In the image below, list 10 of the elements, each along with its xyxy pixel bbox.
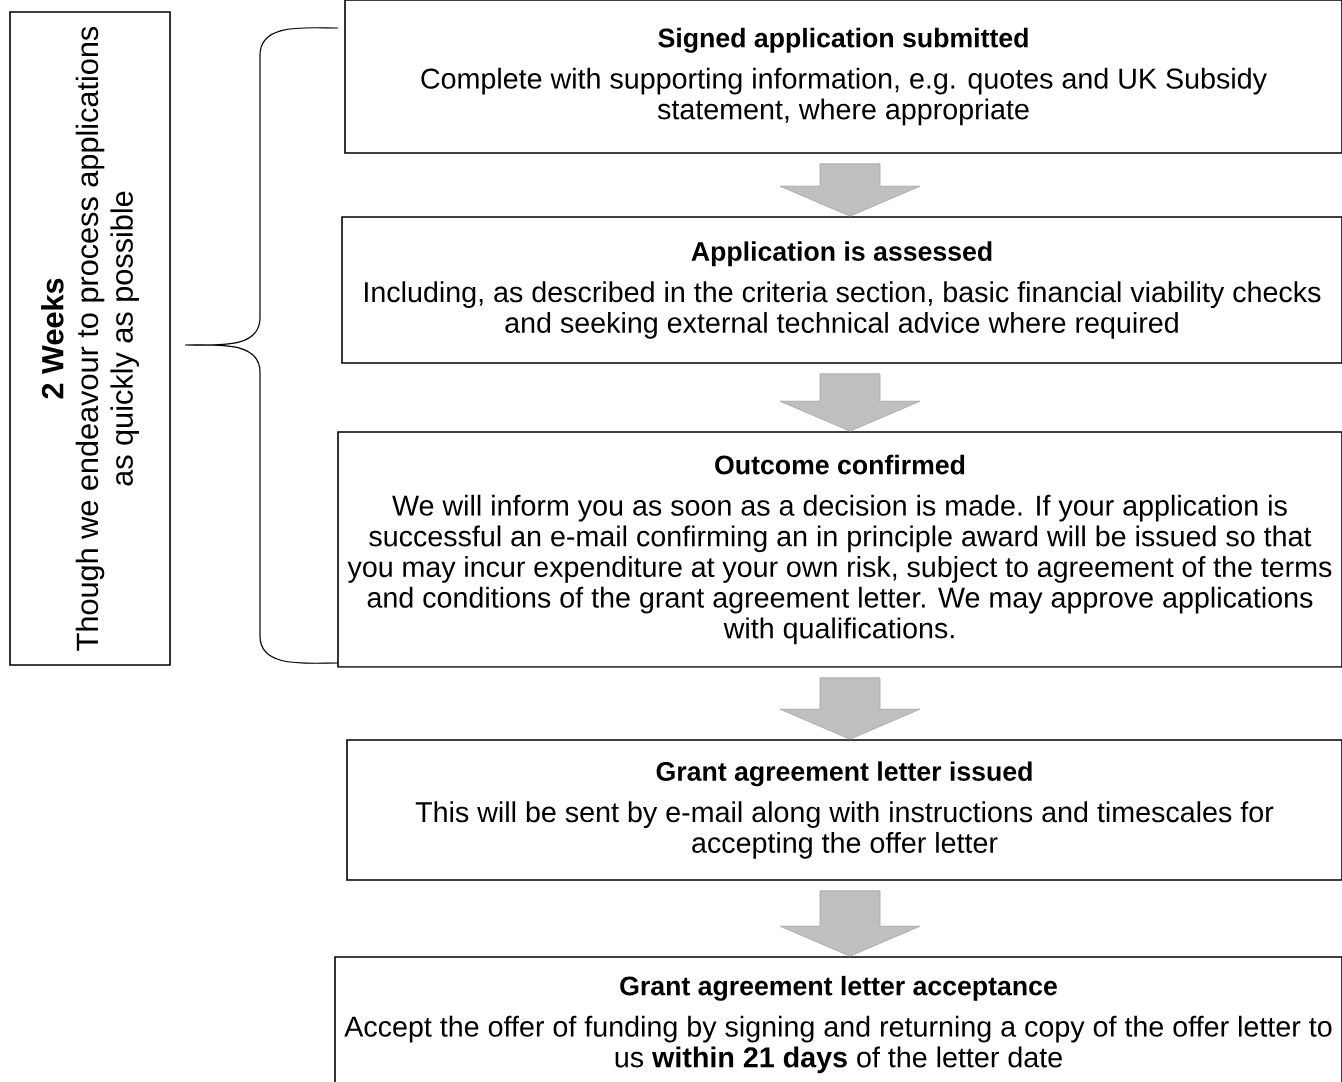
process-box: Signed application submitted Complete with supporting information, e.g. quotes and UK Subsidy statement, where appropriate xyxy=(344,0,1342,154)
duration-box: 2 Weeks Though we endeavour to process applications as quickly as possible xyxy=(9,11,171,666)
process-box: Application is assessed Including, as described in the criteria section, basic financial viability checks and seeking external technical advice where required xyxy=(341,216,1342,364)
block-arrow xyxy=(779,890,921,957)
process-box: Outcome confirmed We will inform you as soon as a decision is made. If your application is successful an e-mail confirming an in principle award will be issued so that you may incur expenditure at your own risk, subject to agreement of the terms and conditions of the grant agreement letter. We may approve applications with qualifications. xyxy=(337,431,1342,668)
process-box: Grant agreement letter issued This will be sent by e-mail along with instructions and timescales for accepting the offer letter xyxy=(346,739,1342,881)
block-arrow xyxy=(779,163,921,217)
block-arrow xyxy=(779,677,921,740)
process-box: Grant agreement letter acceptance Accept the offer of funding by signing and returning a copy of the offer letter to us within 21 days of the letter date xyxy=(334,956,1342,1082)
block-arrow xyxy=(779,373,921,432)
